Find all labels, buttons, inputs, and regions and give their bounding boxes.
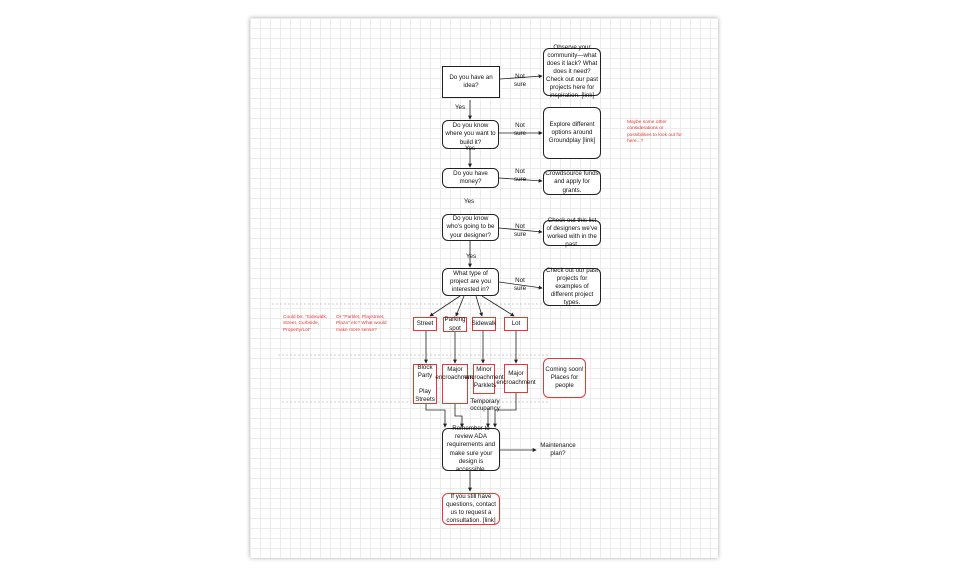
answer-past-projects[interactable]: Check out our past projects for examples… [543,267,601,306]
project-type-lot[interactable]: Lot [504,317,528,331]
label-not-sure: Not sure [513,73,527,88]
label-not-sure: Not sure [513,223,527,238]
final-contact[interactable]: If you still have questions, contact us … [442,493,500,525]
final-ada[interactable]: Remember to review ADA requirements and … [442,425,500,473]
label-yes: Yes [464,145,476,152]
edge-parking-ada [454,404,464,428]
note-or-parklet: Or "Parklet, Playstreet, Plaza" etc? Wha… [336,315,387,333]
edge-lot-ada [493,393,517,428]
label-not-sure: Not sure [513,168,527,183]
edge-money-crowdsource [498,177,543,183]
edge-street-ada [425,404,447,428]
question-money[interactable]: Do you have money? [442,168,499,188]
note-could-be: Could be: "Sidewalk, Street, Curbside, P… [283,315,328,333]
label-yes: Yes [463,198,475,205]
edge-type-parking [455,295,465,317]
outcome-lot-major[interactable]: Major encroachment [496,364,536,393]
answer-designers-list[interactable]: Check out this list of designers we've w… [543,217,601,248]
project-type-street[interactable]: Street [413,317,437,331]
answer-crowdsource[interactable]: Crowdsource funds and apply for grants. [543,170,601,195]
label-yes: Yes [454,104,466,111]
question-location[interactable]: Do you know where you want to build it? [442,120,499,149]
edge-type-lot [481,295,515,317]
label-not-sure: Not sure [513,122,527,137]
outcome-sidewalk-minor[interactable]: Minor encroachment [464,364,504,394]
diagram-canvas: Do you have an idea? Do you know where y… [250,18,718,558]
question-idea[interactable]: Do you have an idea? [442,66,500,98]
question-designer[interactable]: Do you know who's going to be your desig… [442,214,499,241]
answer-explore[interactable]: Explore different options around Groundp… [543,107,601,159]
outcome-parking-major[interactable]: Major encroachment [435,364,475,404]
edge-type-street [429,295,461,317]
outcome-sidewalk-sub: Parklets Temporary occupancy [470,382,500,413]
final-maintenance: Maintenance plan? [540,442,576,457]
edge-type-past [498,281,543,290]
note-considerations: Maybe some other considerations or possi… [627,120,682,145]
outcome-coming-soon[interactable]: Coming soon! Places for people [543,358,586,398]
project-type-sidewalk[interactable]: Sidewalk [472,317,496,331]
project-type-parking-spot[interactable]: Parking spot [443,316,467,332]
edge-designer-list [498,227,543,234]
outcome-block-party[interactable]: Block Party Play Streets [413,364,437,404]
edge-type-sidewalk [475,295,483,317]
answer-observe[interactable]: Observe your community—what does it lack… [543,44,601,99]
label-not-sure: Not sure [513,277,527,292]
question-project-type[interactable]: What type of project are you interested … [442,268,499,296]
label-yes: Yes [465,253,477,260]
